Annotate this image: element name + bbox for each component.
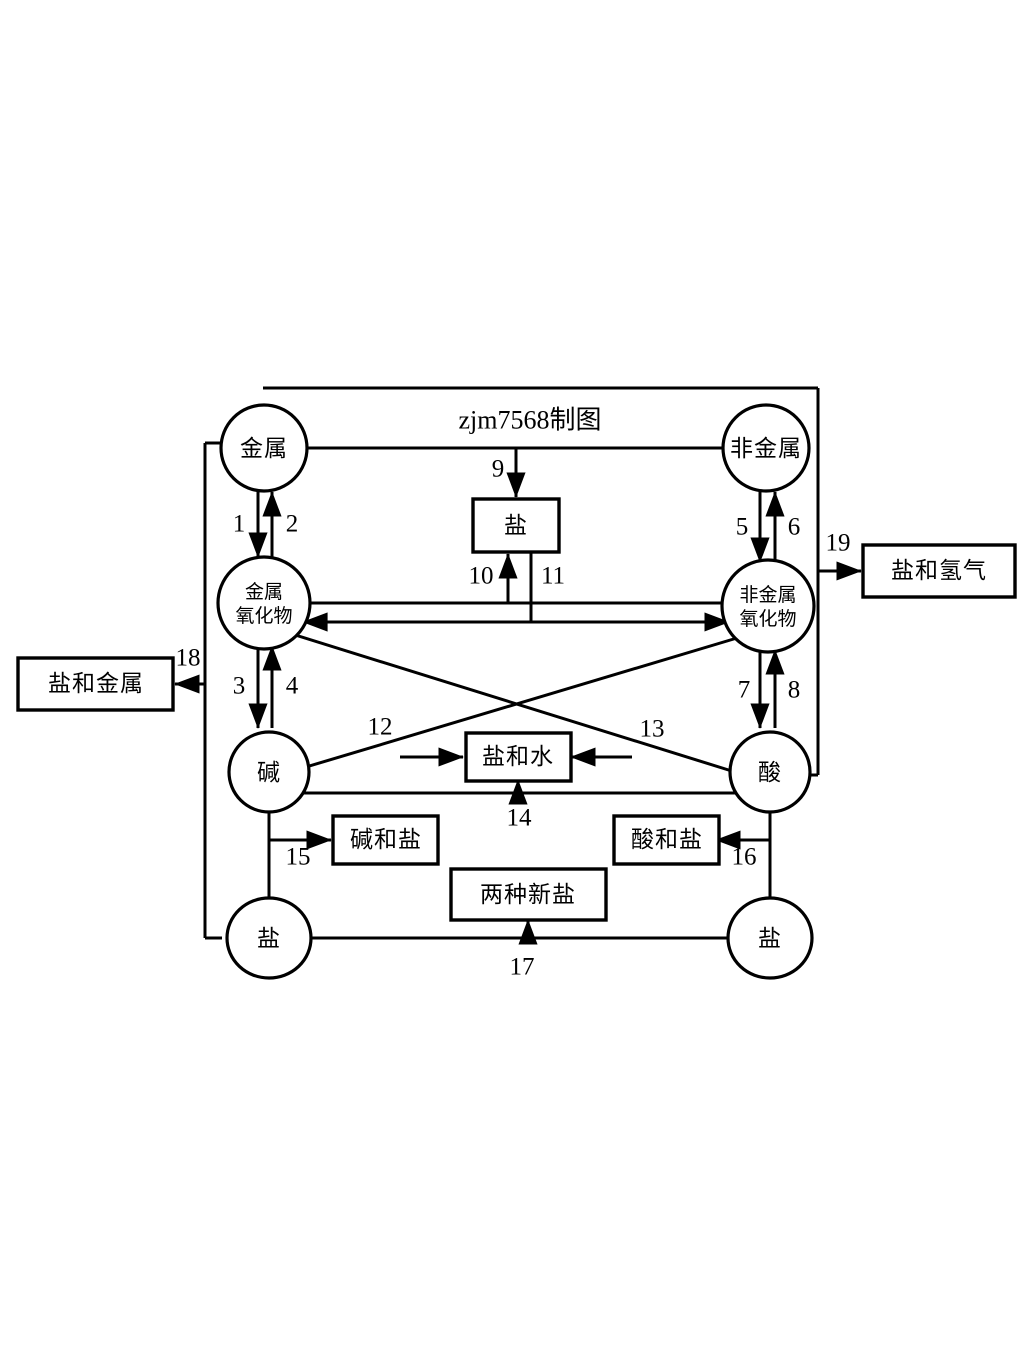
node-salt-right-label: 盐 — [758, 926, 782, 952]
box-acid-and-salt-label: 酸和盐 — [631, 827, 703, 853]
box-salt-and-water[interactable] — [464, 731, 573, 783]
box-acid-and-salt[interactable] — [612, 814, 721, 866]
node-base-label: 碱 — [257, 760, 281, 786]
box-salt-and-metal-label: 盐和金属 — [48, 671, 144, 697]
node-metal-label: 金属 — [240, 436, 288, 462]
edge-label-10: 10 — [469, 563, 494, 590]
box-two-new-salts-label: 两种新盐 — [480, 882, 576, 908]
edge-label-2: 2 — [286, 511, 299, 538]
node-acid-label: 酸 — [758, 760, 782, 786]
node-metal[interactable] — [219, 403, 309, 493]
edge-label-17: 17 — [510, 954, 535, 981]
edge-label-9: 9 — [492, 456, 505, 483]
edge-diagonal-nonmetal-oxide-to-base — [295, 636, 738, 772]
node-nonmetal[interactable] — [721, 403, 811, 493]
node-metal-oxide-label-line2: 氧化物 — [235, 605, 292, 627]
box-base-and-salt-label: 碱和盐 — [350, 827, 422, 853]
edge-label-1: 1 — [233, 511, 246, 538]
box-salt-and-hydrogen[interactable] — [861, 543, 1017, 599]
edge-diagonal-metal-oxide-to-acid — [291, 632, 736, 774]
node-salt-right[interactable] — [726, 896, 814, 980]
box-salt[interactable] — [471, 497, 561, 554]
node-metal-oxide-label-line1: 金属 — [245, 581, 283, 603]
box-base-and-salt[interactable] — [331, 814, 440, 866]
node-nonmetal-oxide-label-line1: 非金属 — [739, 584, 796, 606]
edge-label-19: 19 — [826, 530, 851, 557]
credit-text: zjm7568制图 — [459, 406, 602, 435]
edge-label-18: 18 — [176, 645, 201, 672]
edge-label-5: 5 — [736, 514, 749, 541]
node-salt-left[interactable] — [225, 896, 313, 980]
edge-label-3: 3 — [233, 673, 246, 700]
edge-label-6: 6 — [788, 514, 801, 541]
node-salt-left-label: 盐 — [257, 926, 281, 952]
edge-label-13: 13 — [640, 716, 665, 743]
node-nonmetal-oxide-label-line2: 氧化物 — [739, 608, 796, 630]
box-two-new-salts[interactable] — [449, 867, 608, 922]
box-salt-and-hydrogen-label: 盐和氢气 — [891, 558, 987, 584]
edge-label-8: 8 — [788, 677, 801, 704]
node-nonmetal-oxide[interactable] — [720, 558, 816, 654]
box-salt-and-metal[interactable] — [16, 656, 175, 712]
node-base[interactable] — [227, 730, 311, 814]
edge-label-7: 7 — [738, 677, 751, 704]
edge-label-15: 15 — [286, 844, 311, 871]
edge-label-12: 12 — [368, 714, 393, 741]
edge-label-11: 11 — [541, 563, 565, 590]
box-salt-and-water-label: 盐和水 — [482, 744, 554, 770]
edge-label-14: 14 — [507, 805, 533, 832]
box-salt-label: 盐 — [504, 513, 528, 539]
node-acid[interactable] — [728, 730, 812, 814]
node-metal-oxide[interactable] — [216, 555, 312, 651]
edge-label-4: 4 — [286, 673, 299, 700]
node-nonmetal-label: 非金属 — [730, 436, 802, 462]
edge-label-16: 16 — [732, 844, 757, 871]
